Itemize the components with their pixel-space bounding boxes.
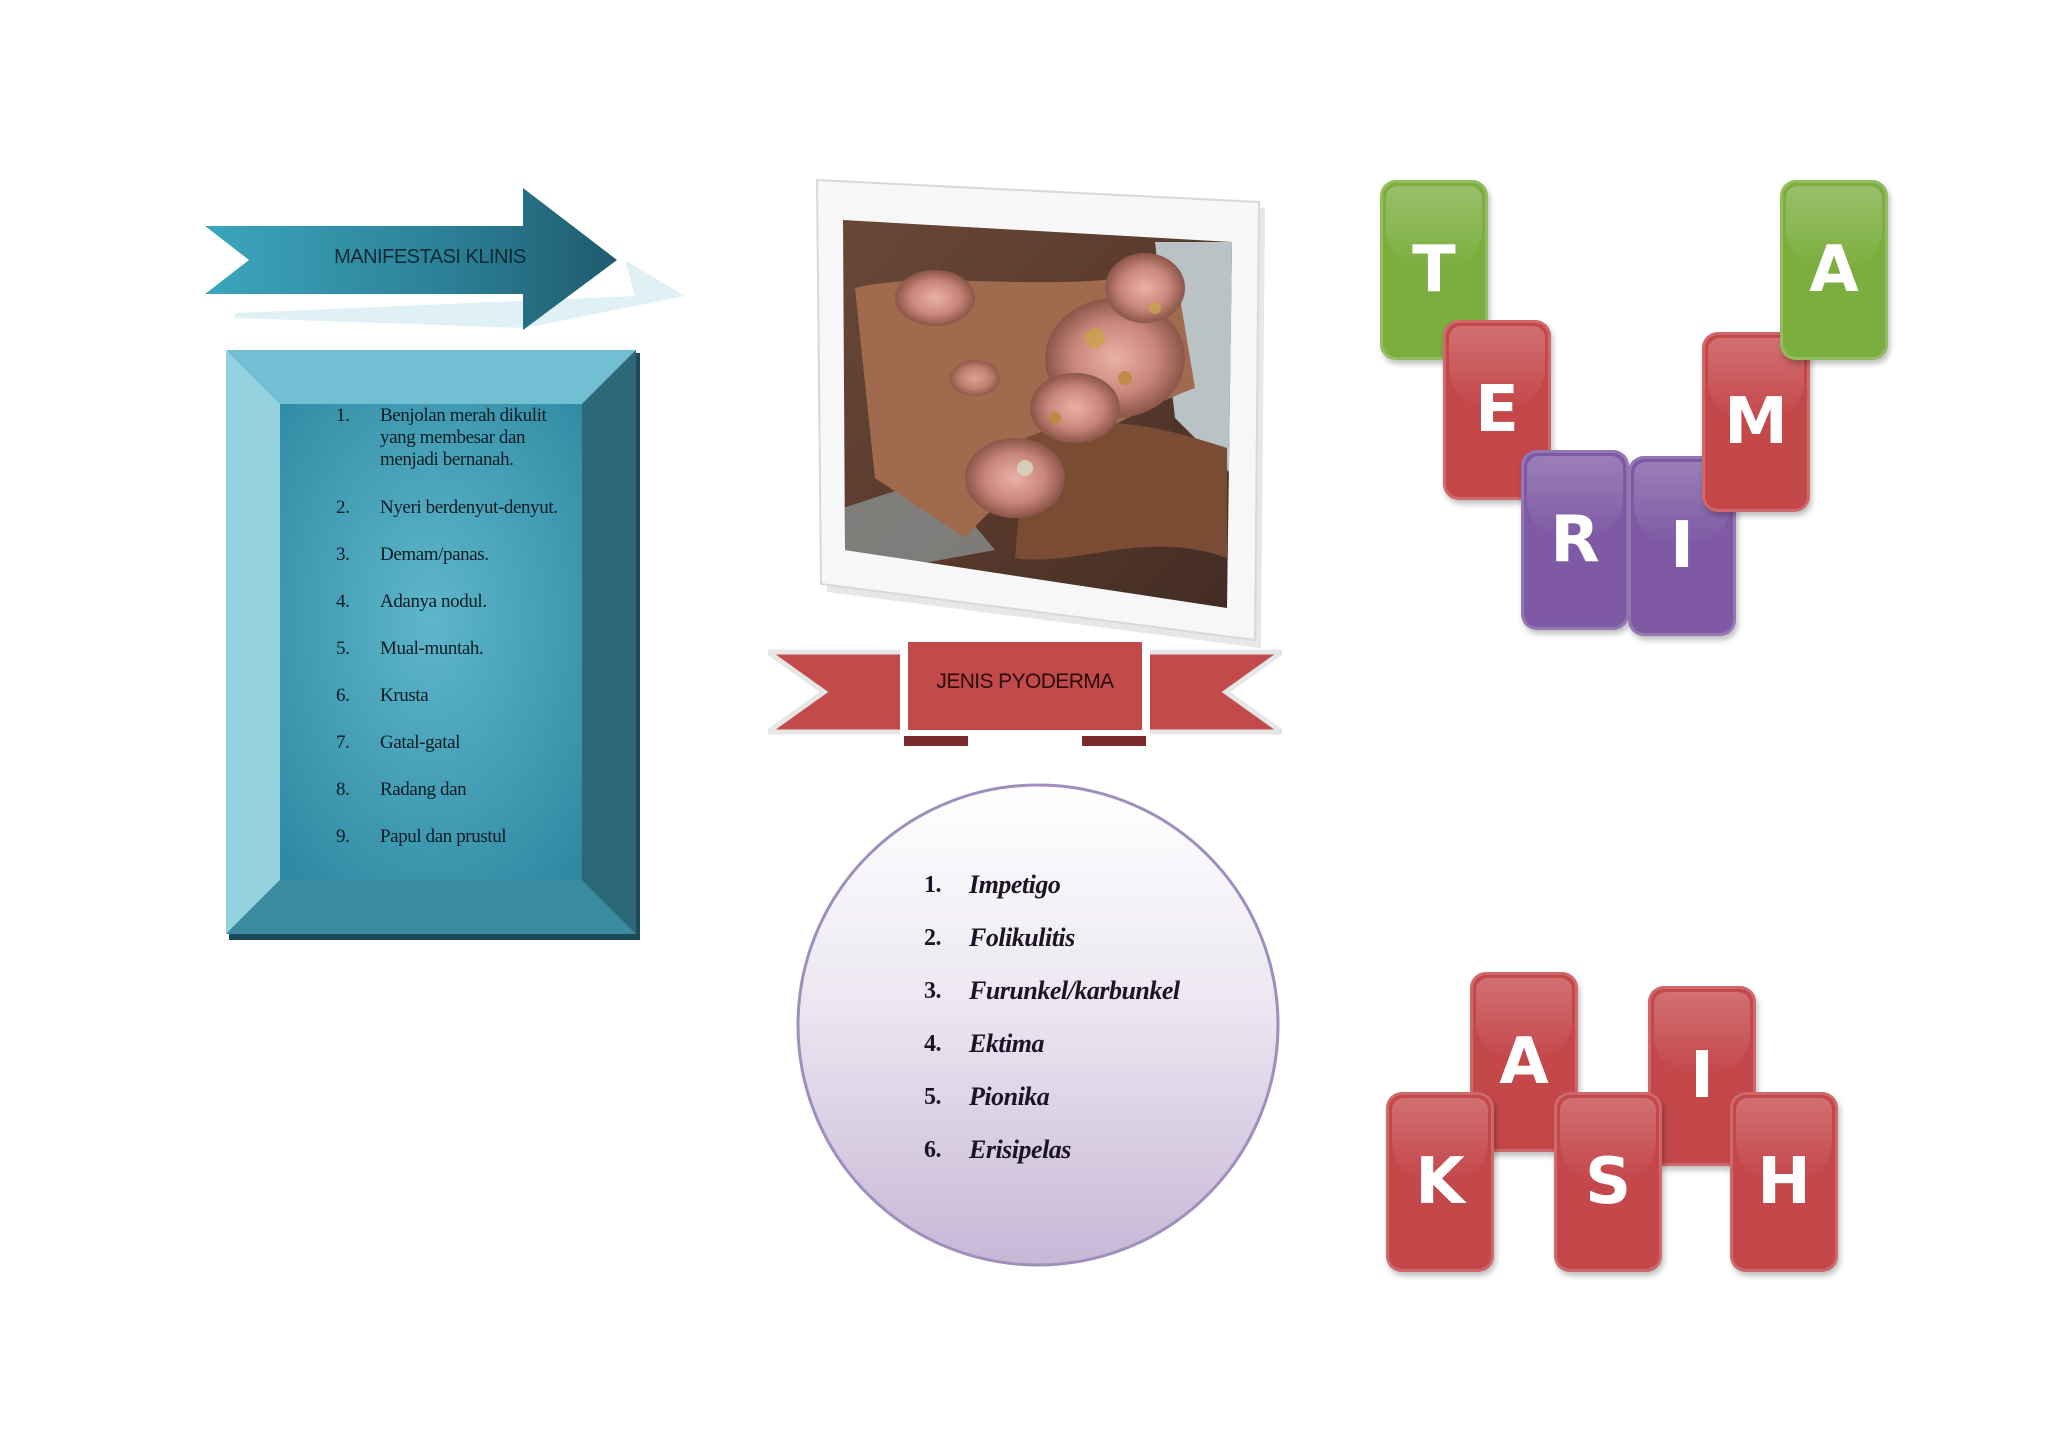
tile-terima-r: R <box>1521 450 1629 630</box>
manifestasi-title: MANIFESTASI KLINIS <box>334 246 526 268</box>
list-item: 2.Folikulitis <box>924 923 1075 952</box>
list-item: 4.Adanya nodul. <box>336 591 487 612</box>
list-item: 1.Impetigo <box>924 870 1061 899</box>
list-item: 6.Krusta <box>336 685 429 706</box>
tile-kasih-s: S <box>1554 1092 1662 1272</box>
tile-kasih-h: H <box>1730 1092 1838 1272</box>
jenis-list: 1.Impetigo 2.Folikulitis 3.Furunkel/karb… <box>924 870 1180 1188</box>
tile-terima-t: T <box>1380 180 1488 360</box>
list-item: 7.Gatal-gatal <box>336 732 460 753</box>
list-item: 1.Benjolan merah dikulit yang membesar d… <box>336 405 547 470</box>
list-item: 8.Radang dan <box>336 779 467 800</box>
tile-terima-m: M <box>1702 332 1810 512</box>
tile-kasih-k: K <box>1386 1092 1494 1272</box>
list-item: 9.Papul dan prustul <box>336 826 507 847</box>
list-item: 3.Furunkel/karbunkel <box>924 976 1180 1005</box>
manifestasi-list: 1.Benjolan merah dikulit yang membesar d… <box>332 405 582 873</box>
list-item: 4.Ektima <box>924 1029 1045 1058</box>
list-item: 2.Nyeri berdenyut-denyut. <box>336 497 558 518</box>
list-item: 5.Pionika <box>924 1082 1050 1111</box>
list-item: 6.Erisipelas <box>924 1135 1071 1164</box>
jenis-title: JENIS PYODERMA <box>936 670 1114 693</box>
jenis-circle <box>796 783 1280 1267</box>
list-item: 5.Mual-muntah. <box>336 638 484 659</box>
tile-terima-a: A <box>1780 180 1888 360</box>
pyoderma-photo <box>815 178 1265 648</box>
jenis-ribbon <box>768 636 1282 746</box>
manifestasi-arrow-banner <box>205 188 685 330</box>
manifestasi-box <box>226 350 640 940</box>
list-item: 3.Demam/panas. <box>336 544 489 565</box>
